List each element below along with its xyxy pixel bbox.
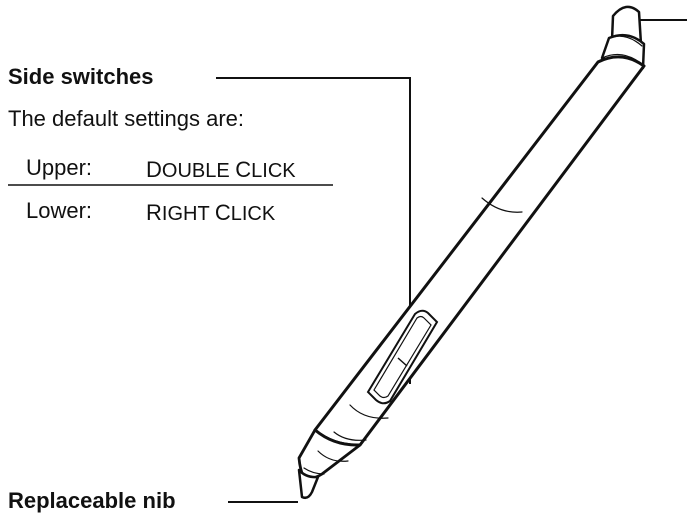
lower-switch-label: Lower: xyxy=(26,198,93,223)
lower-switch-action: RIGHT CLICK xyxy=(146,200,276,225)
default-settings-intro: The default settings are: xyxy=(8,106,245,131)
side-switch-leader-line xyxy=(216,77,411,384)
side-switches-title: Side switches xyxy=(8,64,154,89)
upper-switch-label: Upper: xyxy=(26,155,93,180)
replaceable-nib-title: Replaceable nib xyxy=(8,488,176,513)
upper-switch-action: DOUBLE CLICK xyxy=(146,157,296,182)
pen-nib-tip xyxy=(297,468,320,500)
pen xyxy=(297,5,646,500)
side-switch-button xyxy=(366,309,439,405)
pen-barrel xyxy=(313,55,646,447)
